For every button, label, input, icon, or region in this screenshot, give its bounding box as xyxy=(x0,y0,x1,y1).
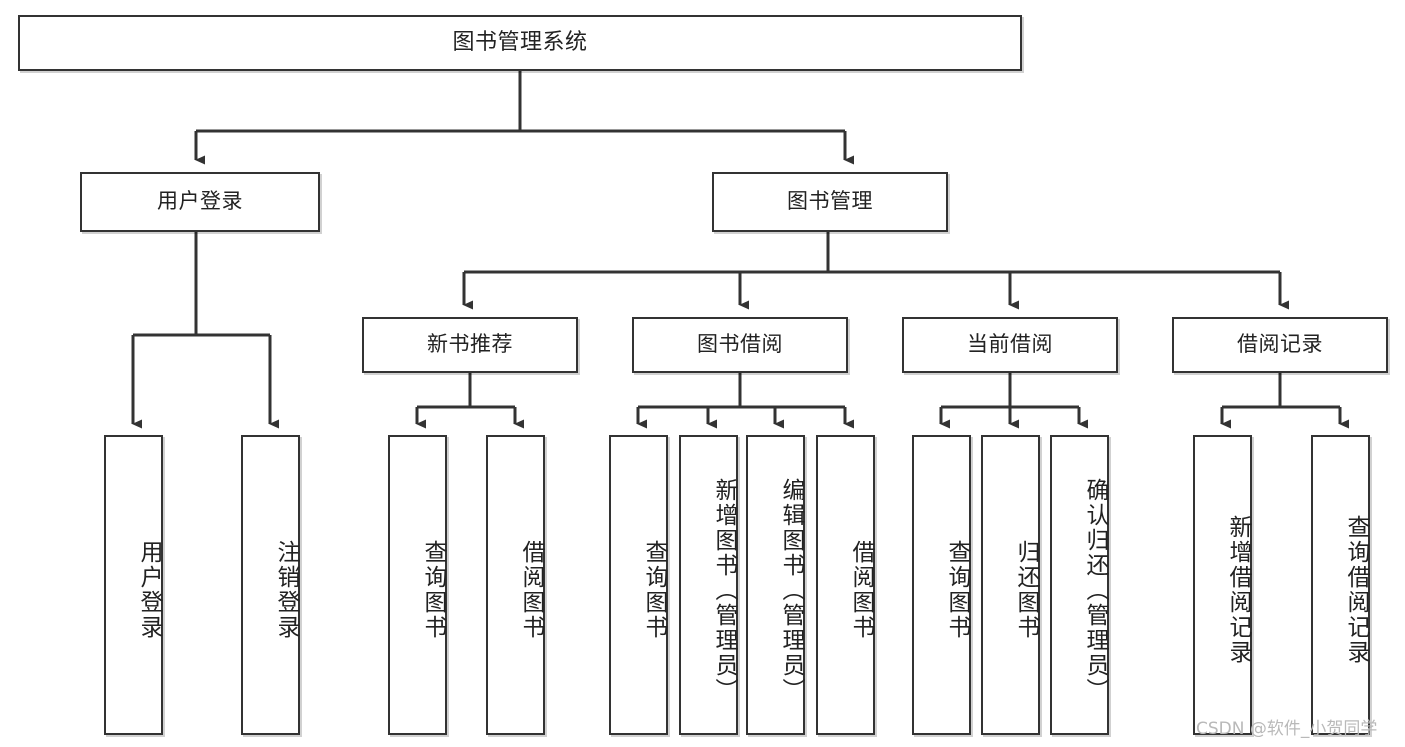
edge-group-current-borrow xyxy=(939,373,1088,429)
node-root-book-management-system[interactable]: 图书管理系统 xyxy=(18,15,1022,71)
edge-group-root xyxy=(194,71,854,165)
node-new-book-recommend[interactable]: 新书推荐 xyxy=(362,317,578,373)
leaf-edit-book-admin[interactable]: 编辑图书（管理员） xyxy=(746,435,805,735)
csdn-watermark: CSDN @软件_小贺同学 xyxy=(1196,719,1378,739)
edge-group-new-book-recommend xyxy=(415,373,524,429)
node-book-borrow[interactable]: 图书借阅 xyxy=(632,317,848,373)
leaf-query-book-borrow[interactable]: 查询图书 xyxy=(609,435,668,735)
edge-group-borrow-record xyxy=(1220,373,1349,429)
node-book-manage[interactable]: 图书管理 xyxy=(712,172,948,232)
leaf-user-logout[interactable]: 注销登录 xyxy=(241,435,300,735)
leaf-borrow-book-recommend[interactable]: 借阅图书 xyxy=(486,435,545,735)
leaf-confirm-return-admin[interactable]: 确认归还（管理员） xyxy=(1050,435,1109,735)
leaf-query-borrow-record[interactable]: 查询借阅记录 xyxy=(1311,435,1370,735)
node-user-login[interactable]: 用户登录 xyxy=(80,172,320,232)
leaf-user-login[interactable]: 用户登录 xyxy=(104,435,163,735)
leaf-add-book-admin[interactable]: 新增图书（管理员） xyxy=(679,435,738,735)
leaf-borrow-book[interactable]: 借阅图书 xyxy=(816,435,875,735)
edge-group-user-login xyxy=(131,232,279,429)
node-current-borrow[interactable]: 当前借阅 xyxy=(902,317,1118,373)
leaf-add-borrow-record[interactable]: 新增借阅记录 xyxy=(1193,435,1252,735)
edge-group-book-manage xyxy=(462,232,1289,310)
leaf-return-book[interactable]: 归还图书 xyxy=(981,435,1040,735)
node-borrow-record[interactable]: 借阅记录 xyxy=(1172,317,1388,373)
leaf-query-book-current[interactable]: 查询图书 xyxy=(912,435,971,735)
leaf-query-book-recommend[interactable]: 查询图书 xyxy=(388,435,447,735)
edge-group-book-borrow xyxy=(636,373,854,429)
